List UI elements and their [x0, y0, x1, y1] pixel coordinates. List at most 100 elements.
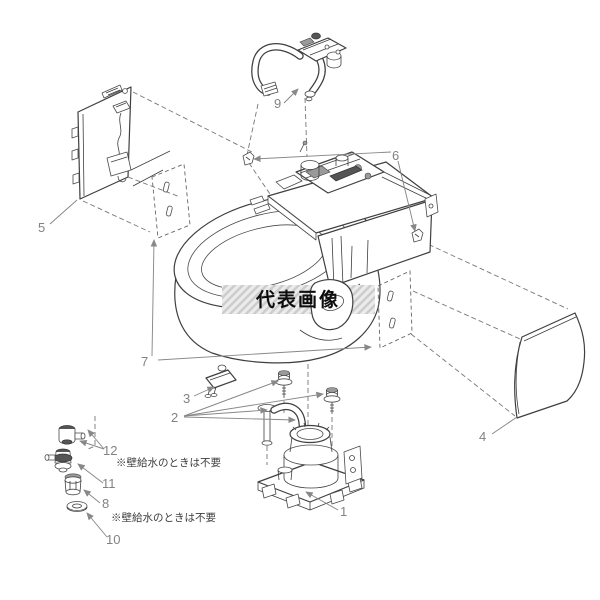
leader-2b: [183, 391, 324, 417]
bracket-edge-line: [130, 150, 171, 171]
trapway: [299, 279, 354, 341]
guide-line: [304, 97, 308, 158]
label-12: 12: [103, 443, 117, 458]
cylinder-top: [300, 160, 320, 170]
bracket-line: [209, 372, 231, 381]
bracket-edge-line: [132, 169, 164, 187]
part-5-panel: [71, 84, 132, 200]
trapway-inner: [321, 295, 345, 311]
leader-lines: [49, 88, 518, 538]
filter-body: [64, 479, 82, 493]
tank-tray-thickness: [267, 195, 317, 241]
panel-right-face: [514, 312, 586, 419]
leader-11: [77, 463, 104, 484]
label-3: 3: [183, 391, 190, 406]
leader-7b: [157, 344, 372, 361]
drum-side: [283, 455, 339, 489]
base-tab: [261, 483, 277, 499]
mount-plate-left: [151, 163, 191, 239]
leader-8: [83, 489, 101, 504]
left-module: [275, 174, 303, 190]
right-rail: [381, 171, 433, 201]
antenna-tip: [302, 140, 308, 146]
side-port: [277, 466, 293, 474]
valve-knob: [311, 32, 321, 40]
knob: [364, 172, 372, 180]
hook-tail: [117, 175, 127, 183]
leader-6b: [397, 160, 417, 232]
leader-4: [491, 416, 518, 435]
leader-12b: [87, 429, 105, 450]
panel-top-edge: [523, 316, 577, 342]
fitting-band: [53, 453, 73, 463]
bolt-shaft: [282, 385, 286, 398]
guide-line: [246, 103, 259, 156]
label-10: 10: [106, 532, 120, 547]
clip-line: [414, 233, 420, 238]
keyhole-slot: [386, 290, 394, 302]
leader-2c: [183, 407, 268, 417]
leader-5: [49, 199, 78, 225]
bracket-foot: [210, 393, 218, 397]
bolt-washer: [323, 395, 341, 403]
label-5: 5: [38, 220, 45, 235]
panel-tab: [71, 148, 79, 161]
bracket-hole: [349, 455, 355, 461]
leader-7a: [150, 239, 158, 357]
valve-body-lines: [302, 38, 339, 56]
washer-hole: [72, 503, 82, 509]
part-9-hose-assembly: [251, 32, 347, 102]
guide-line: [410, 333, 516, 417]
panel-tab: [71, 126, 79, 139]
annotation-wall-supply-top: ※壁給水のときは不要: [116, 456, 221, 469]
label-6: 6: [392, 148, 399, 163]
annotation-wall-supply-bottom: ※壁給水のときは不要: [111, 511, 216, 524]
clip-6b: [411, 228, 424, 243]
tank-unit: [249, 140, 439, 291]
clip-6a: [242, 151, 255, 166]
tank-box: [317, 199, 433, 288]
keyhole-slot: [162, 181, 170, 193]
mount-plate-right-outline: [377, 270, 413, 349]
keyhole-slot: [388, 317, 396, 329]
leader-9: [283, 88, 299, 104]
part-2-bolt-b: [323, 387, 341, 414]
part-1-pump-unit: [257, 422, 365, 511]
grille-lines: [105, 87, 121, 96]
guide-line: [248, 162, 271, 195]
antenna: [299, 143, 305, 153]
bracket-hole: [350, 467, 356, 473]
part-4-panel: [514, 312, 586, 419]
guide-line: [85, 416, 96, 451]
panel-left-curve: [515, 341, 521, 415]
base-tab: [285, 493, 301, 509]
base-plate-thickness: [257, 480, 365, 511]
coupling-lines: [263, 84, 278, 93]
left-tab: [253, 203, 271, 215]
annotations: ※壁給水のときは不要 ※壁給水のときは不要: [111, 456, 221, 524]
connector-line: [115, 102, 127, 108]
mount-plate-right: [377, 270, 413, 349]
valve-block: [299, 37, 315, 47]
valve-port: [324, 44, 330, 50]
hook-plate-line: [110, 156, 128, 163]
part-labels: 9 5 6 4 7 3 2 1 12 11 8 10: [38, 96, 486, 547]
pipe-foot: [261, 440, 273, 446]
keyhole-slot: [165, 205, 173, 217]
part-12-stop-valve: [58, 425, 86, 445]
drum-top: [283, 444, 339, 466]
hose-coupling: [304, 90, 316, 98]
filter-rim: [64, 476, 82, 484]
collar-inner: [296, 428, 324, 440]
cylinder-side: [300, 165, 320, 181]
label-4: 4: [479, 429, 486, 444]
hose-drop-inner: [309, 57, 325, 95]
left-tab: [249, 195, 265, 206]
leader-2d: [183, 416, 296, 424]
valve-base: [61, 439, 73, 445]
label-11: 11: [102, 476, 116, 491]
leader-3: [193, 386, 215, 397]
guide-line: [132, 91, 253, 153]
